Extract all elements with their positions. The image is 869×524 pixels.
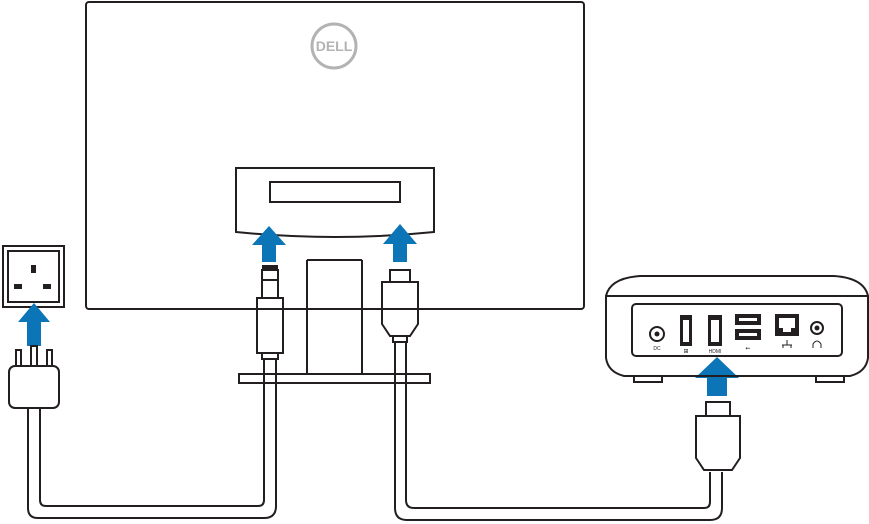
arrow-up-icon — [383, 224, 417, 262]
ethernet-icon — [775, 314, 799, 348]
usb-port-top-tongue — [739, 318, 757, 321]
displayport-label: ⊞ — [683, 348, 688, 355]
socket-earth-pin — [31, 265, 36, 273]
headphone-jack-pin — [814, 325, 820, 331]
displayport-slot — [683, 320, 689, 342]
mini-pc-top — [605, 275, 869, 297]
mini-pc-foot-right — [815, 375, 845, 383]
dc-plug-collar — [261, 279, 279, 299]
dc-plug-tip — [261, 269, 279, 281]
hdmi-port-icon: HDMI — [708, 315, 722, 355]
wall-socket-outer — [2, 245, 65, 308]
monitor-stand-base — [238, 373, 431, 384]
dc-plug-strain — [261, 352, 279, 360]
mini-pc: DC ⊞ HDMI ⇜ — [605, 275, 869, 383]
wall-socket-icon — [2, 245, 65, 308]
headphone-icon — [810, 321, 824, 348]
hdmi-port-slot — [711, 320, 719, 342]
headphone-symbol — [812, 340, 822, 348]
usb-port-bottom-tongue — [739, 333, 757, 336]
power-cable-inner — [39, 359, 265, 507]
hdmi-port-label: HDMI — [709, 349, 722, 355]
arrow-up-icon — [18, 303, 50, 346]
mini-pc-body — [605, 295, 869, 377]
socket-live-pin — [14, 284, 22, 289]
dell-logo-ring — [310, 22, 358, 70]
dc-jack-icon: DC — [649, 326, 665, 352]
dc-barrel-icon — [256, 265, 284, 360]
monitor-back-panel — [85, 1, 585, 310]
dc-jack-label: DC — [653, 346, 661, 352]
plug-pin-left — [15, 349, 22, 367]
dc-plug-body — [256, 297, 284, 354]
usb-icon: ⇜ — [735, 314, 761, 352]
network-symbol — [782, 340, 792, 348]
ethernet-socket — [779, 318, 795, 332]
plug-pin-right — [46, 349, 53, 367]
displayport-icon: ⊞ — [680, 315, 692, 355]
socket-neutral-pin — [43, 284, 51, 289]
wall-socket-inner — [7, 250, 60, 303]
dell-logo-text: DELL — [316, 38, 353, 54]
monitor: DELL — [85, 1, 585, 384]
usb-label: ⇜ — [745, 345, 750, 352]
monitor-stand-neck — [306, 259, 363, 374]
dc-jack-ring — [649, 326, 665, 342]
hdmi-plug2-tip — [705, 401, 731, 417]
hdmi-plug-strain — [392, 335, 408, 343]
dell-logo: DELL — [310, 22, 358, 70]
plug-pin-earth — [30, 345, 38, 367]
plug-body — [8, 365, 60, 409]
hdmi-cable-inner — [405, 342, 711, 509]
hdmi-plug-tip — [389, 269, 411, 283]
headphone-jack-ring — [810, 321, 824, 335]
mini-pc-foot-left — [633, 375, 663, 383]
mini-pc-port-panel — [631, 303, 843, 357]
dc-plug-tip-cap — [262, 265, 278, 271]
hdmi-plug-icon — [381, 269, 419, 343]
power-cable-outer — [27, 359, 277, 519]
hdmi-plug-icon — [695, 401, 741, 471]
monitor-vent-slot — [269, 181, 401, 203]
monitor-port-bay — [235, 167, 435, 238]
power-plug-icon — [8, 345, 60, 409]
hdmi-plug-body — [381, 281, 419, 337]
dc-jack-pin — [654, 331, 660, 337]
arrow-up-icon — [252, 226, 286, 262]
hdmi-plug2-body — [695, 415, 741, 471]
hdmi-cable-outer — [394, 342, 723, 521]
